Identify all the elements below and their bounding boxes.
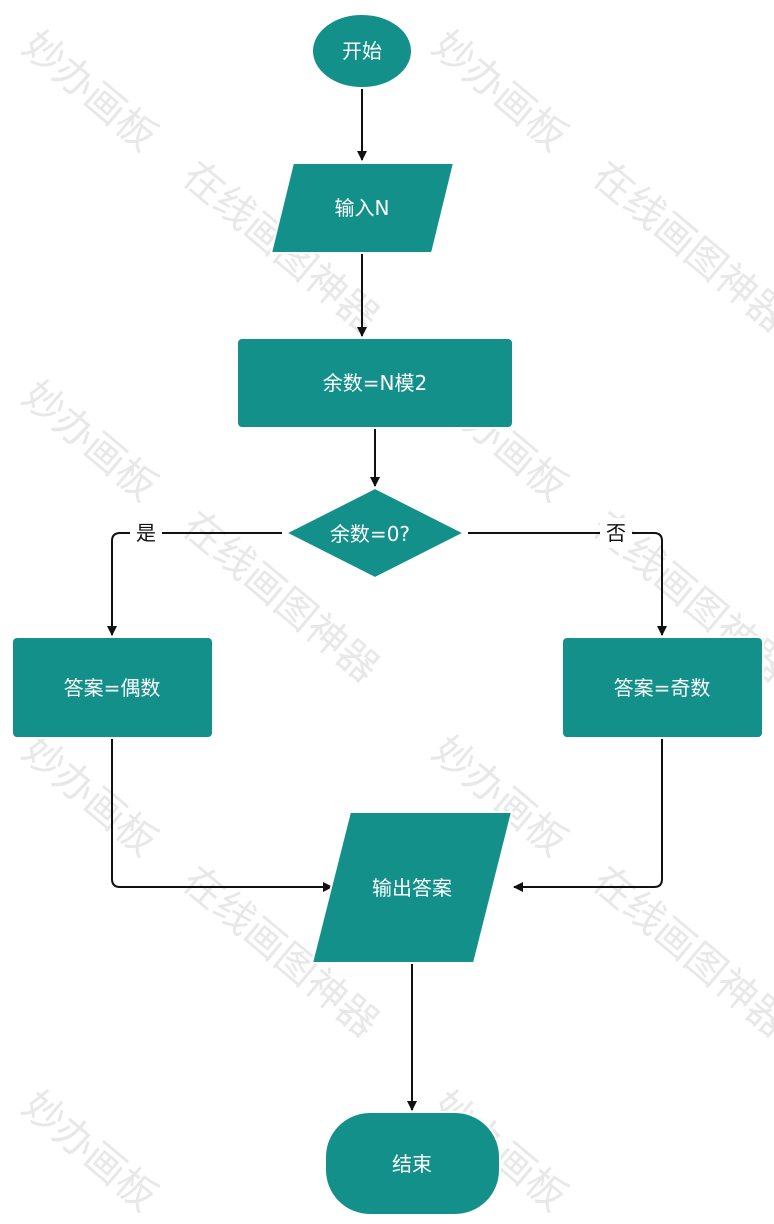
edge-odd-to-output bbox=[513, 738, 663, 892]
edge-decision-to-even bbox=[107, 532, 282, 636]
start-label: 开始 bbox=[342, 39, 382, 63]
watermark-text: 妙办画板 bbox=[14, 22, 166, 160]
remainder-process[interactable] bbox=[236, 337, 514, 429]
watermark-text: 妙办画板 bbox=[424, 22, 576, 160]
even-label: 答案=偶数 bbox=[64, 676, 161, 700]
watermark-text: 妙办画板 bbox=[14, 1082, 166, 1220]
decision-diamond[interactable] bbox=[283, 486, 467, 580]
nodes bbox=[11, 13, 764, 1216]
odd-process[interactable] bbox=[561, 636, 764, 739]
edge-even-to-output bbox=[111, 738, 333, 892]
odd-label: 答案=奇数 bbox=[614, 676, 711, 700]
watermark-text: 在线画图神器 bbox=[584, 857, 774, 1047]
edge-label-yes: 是 bbox=[136, 521, 156, 545]
end-label: 结束 bbox=[392, 1152, 432, 1176]
watermark-text: 妙办画板 bbox=[14, 372, 166, 510]
watermark-text: 妙办画板 bbox=[14, 727, 166, 865]
decision-label: 余数=0? bbox=[330, 522, 410, 546]
input-label: 输入N bbox=[335, 196, 390, 220]
edge-label-yes-bg bbox=[130, 518, 162, 548]
edges bbox=[107, 88, 667, 1111]
start-terminal[interactable] bbox=[311, 13, 413, 89]
end-terminal[interactable] bbox=[324, 1111, 501, 1216]
edge-label-no-bg bbox=[600, 518, 632, 548]
input-parallelogram[interactable] bbox=[269, 162, 456, 254]
watermark-text: 在线画图神器 bbox=[584, 152, 774, 342]
output-parallelogram[interactable] bbox=[310, 811, 514, 964]
remainder-label: 余数=N模2 bbox=[323, 371, 427, 395]
edge-decision-to-odd bbox=[468, 532, 667, 636]
even-process[interactable] bbox=[11, 636, 214, 739]
edge-label-no: 否 bbox=[606, 521, 626, 545]
output-label: 输出答案 bbox=[372, 876, 452, 900]
